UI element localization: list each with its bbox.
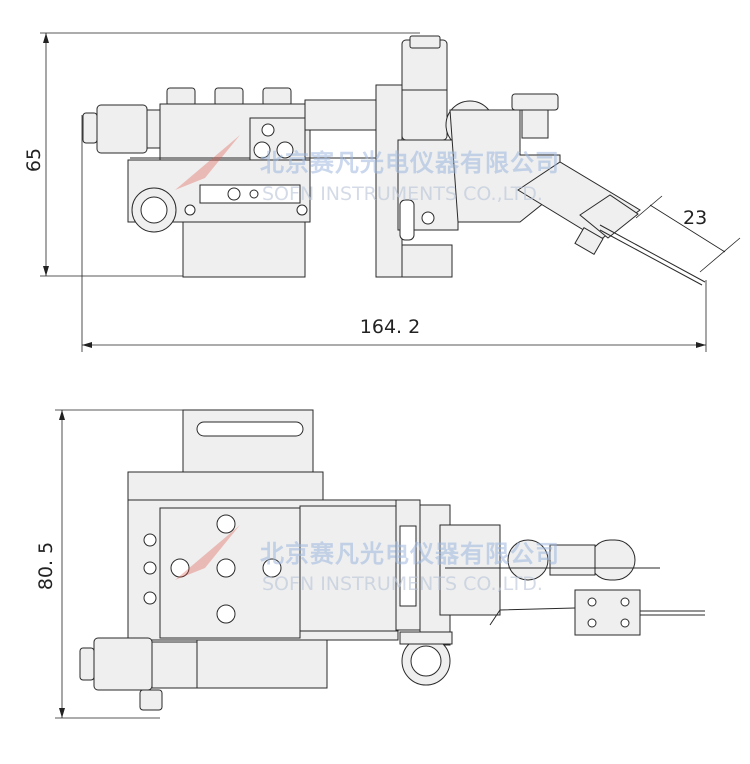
top-view: 80. 5 (35, 409, 705, 719)
dimension-23: 23 (635, 195, 741, 273)
dimension-65: 65 (23, 32, 420, 277)
watermark-cn-bottom: 北京赛凡光电仪器有限公司 (260, 540, 560, 568)
side-view: 65 164. 2 23 (23, 32, 741, 352)
watermark-en-top: SOFN INSTRUMENTS CO.,LTD. (262, 183, 543, 205)
dimension-164-2: 164. 2 (81, 115, 707, 352)
watermark-en-bottom: SOFN INSTRUMENTS CO.,LTD. (262, 573, 543, 595)
dimension-label-65: 65 (23, 148, 45, 172)
watermark-bottom: 北京赛凡光电仪器有限公司 SOFN INSTRUMENTS CO.,LTD. (175, 525, 560, 595)
dimension-label-23: 23 (683, 207, 707, 229)
watermark-cn-top: 北京赛凡光电仪器有限公司 (260, 149, 560, 177)
watermark-top: 北京赛凡光电仪器有限公司 SOFN INSTRUMENTS CO.,LTD. (175, 135, 560, 205)
dimension-label-80-5: 80. 5 (35, 542, 57, 590)
dimension-80-5: 80. 5 (35, 409, 195, 719)
dimension-label-164-2: 164. 2 (360, 316, 420, 338)
